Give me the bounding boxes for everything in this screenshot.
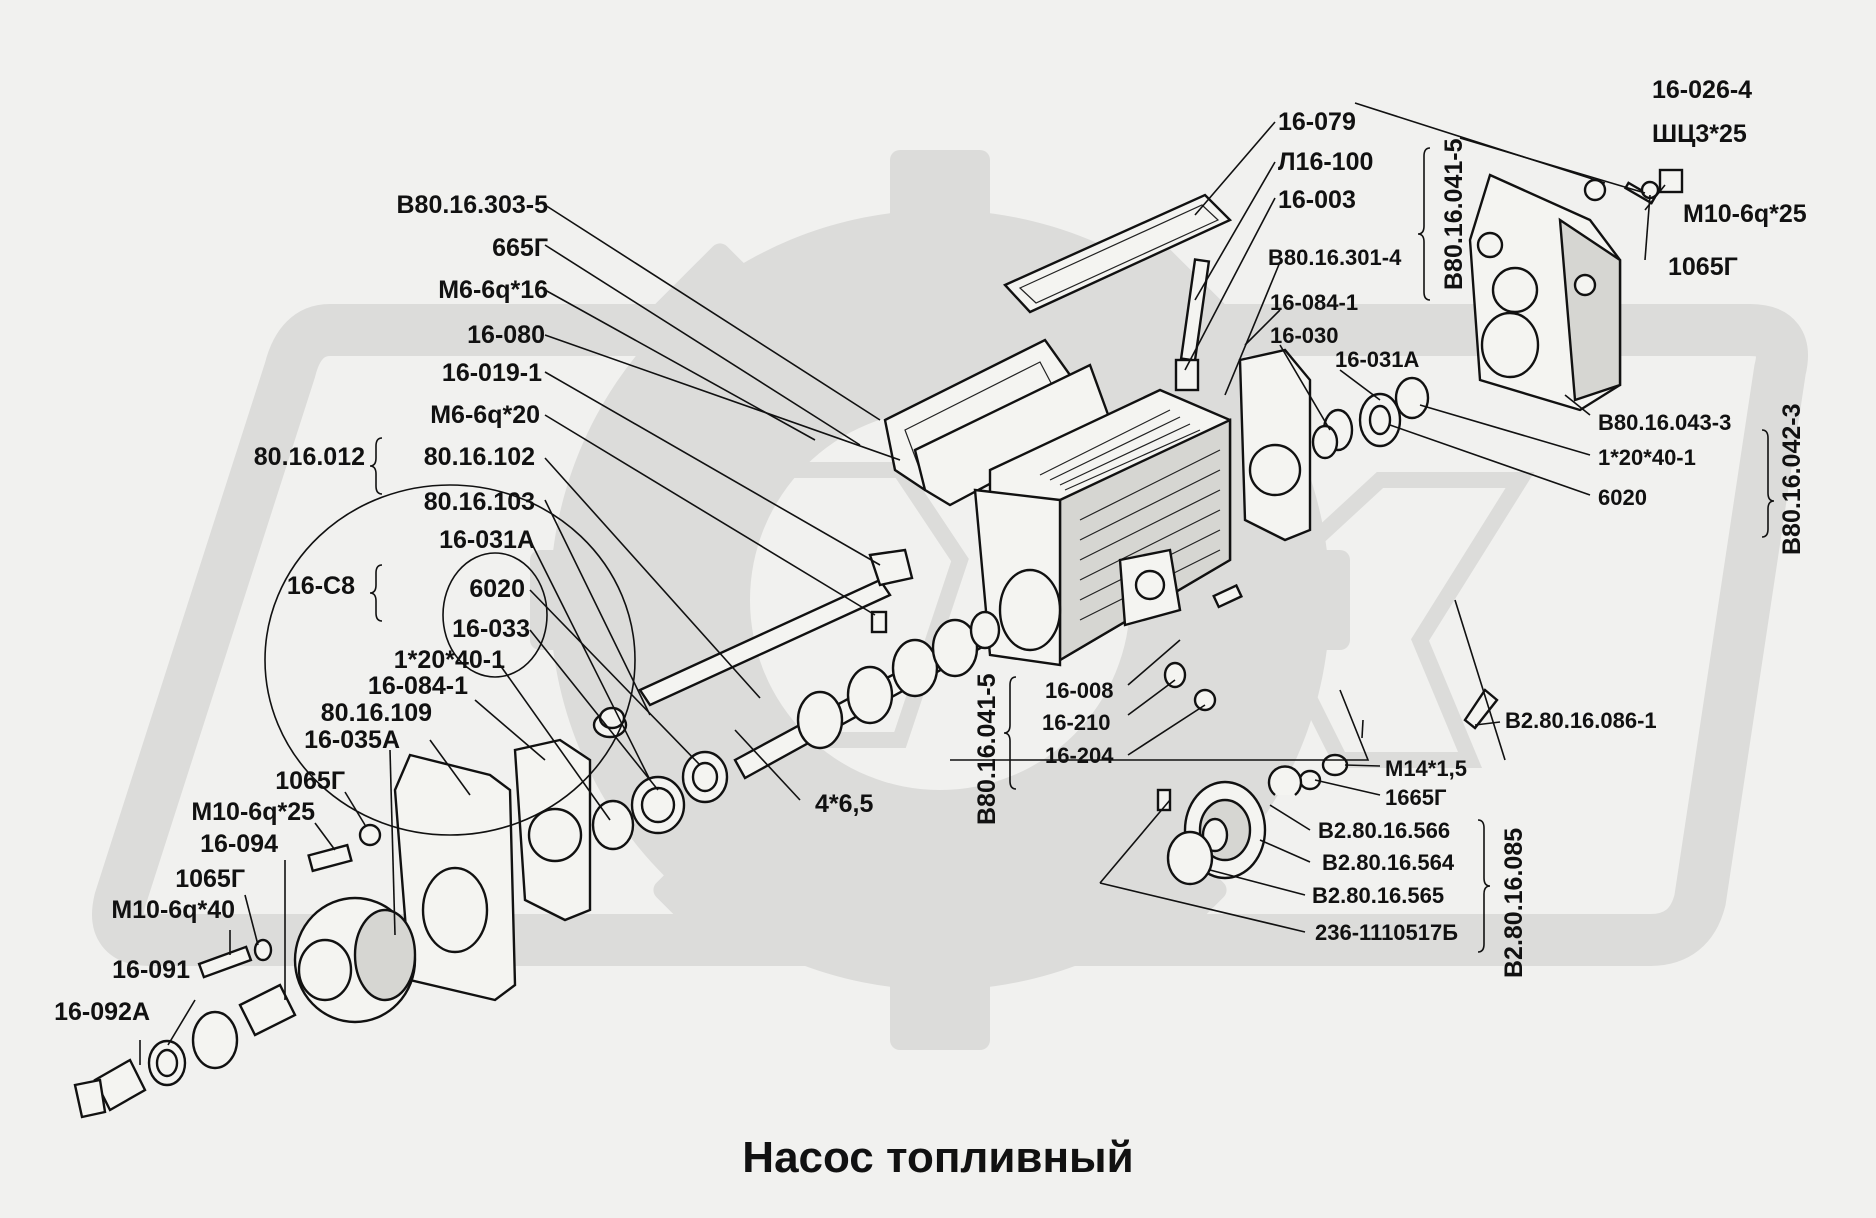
label-1065g-low: 1065Г bbox=[175, 865, 245, 893]
label-4x6-5: 4*6,5 bbox=[815, 790, 873, 818]
label-16-080: 16-080 bbox=[467, 321, 545, 349]
part-labels: 16-026-4 ШЦ3*25 М10-6q*25 1065Г 16-079 Л… bbox=[54, 76, 1807, 1026]
label-16-033: 16-033 bbox=[452, 615, 530, 643]
label-m10x40: М10-6q*40 bbox=[111, 896, 235, 924]
vlabel-v80-16-041-5-top: В80.16.041-5 bbox=[1440, 138, 1468, 290]
label-16-210: 16-210 bbox=[1042, 710, 1111, 735]
label-m14x1-5: М14*1,5 bbox=[1385, 756, 1467, 781]
splined-shaft-part bbox=[238, 983, 297, 1037]
label-80-16-109: 80.16.109 bbox=[321, 699, 432, 727]
coupling-hub-part bbox=[293, 896, 417, 1024]
label-80-16-102: 80.16.102 bbox=[424, 443, 535, 471]
label-16-092a: 16-092А bbox=[54, 998, 150, 1026]
braces bbox=[369, 147, 1775, 953]
parts-group bbox=[73, 168, 1684, 1119]
label-6020-left: 6020 bbox=[469, 575, 525, 603]
vlabel-v2-80-16-085: В2.80.16.085 bbox=[1500, 828, 1528, 978]
label-m6x16: М6-6q*16 bbox=[438, 276, 548, 304]
label-6020-right: 6020 bbox=[1598, 485, 1647, 510]
vertical-labels: В80.16.041-5 В80.16.042-3 В80.16.041-5 В… bbox=[973, 138, 1806, 978]
label-v80-16-303-5: В80.16.303-5 bbox=[396, 191, 548, 219]
group-ellipse-large bbox=[264, 484, 636, 836]
label-16-091: 16-091 bbox=[112, 956, 190, 984]
label-665g: 665Г bbox=[492, 234, 548, 262]
label-1065g-mid: 1065Г bbox=[275, 767, 345, 795]
label-1x20x40-1-right: 1*20*40-1 bbox=[1598, 445, 1696, 470]
label-16-026-4: 16-026-4 bbox=[1652, 76, 1752, 104]
label-16-204: 16-204 bbox=[1045, 743, 1114, 768]
label-16-035a: 16-035А bbox=[304, 726, 400, 754]
label-16-031a-right: 16-031А bbox=[1335, 347, 1420, 372]
label-236-1110517b: 236-1110517Б bbox=[1315, 920, 1458, 945]
label-16-031a-left: 16-031А bbox=[439, 526, 535, 554]
rack-part bbox=[638, 578, 892, 707]
leader-lines bbox=[139, 102, 1666, 1065]
label-16-030: 16-030 bbox=[1270, 323, 1339, 348]
label-l16-100: Л16-100 bbox=[1278, 148, 1373, 176]
label-v2-80-16-566: В2.80.16.566 bbox=[1318, 818, 1450, 843]
label-m10x25-top: М10-6q*25 bbox=[1683, 200, 1807, 228]
vlabel-v80-16-041-5-mid: В80.16.041-5 bbox=[973, 673, 1001, 825]
label-v80-16-043-3: В80.16.043-3 bbox=[1598, 410, 1731, 435]
label-1065g-top: 1065Г bbox=[1668, 253, 1738, 281]
label-16-094: 16-094 bbox=[200, 830, 278, 858]
label-16-079: 16-079 bbox=[1278, 108, 1356, 136]
label-v80-16-301-4: В80.16.301-4 bbox=[1268, 245, 1402, 270]
gasket-top-part bbox=[1002, 193, 1233, 314]
label-v2-80-16-086-1: В2.80.16.086-1 bbox=[1505, 708, 1657, 733]
label-16-084-1-right: 16-084-1 bbox=[1270, 290, 1358, 315]
label-v2-80-16-565: В2.80.16.565 bbox=[1312, 883, 1444, 908]
label-16-003: 16-003 bbox=[1278, 186, 1356, 214]
label-16-c8: 16-С8 bbox=[287, 572, 355, 600]
label-16-084-1-left: 16-084-1 bbox=[368, 672, 468, 700]
group-ellipse-small bbox=[442, 552, 548, 678]
label-80-16-012: 80.16.012 bbox=[254, 443, 365, 471]
label-16-008: 16-008 bbox=[1045, 678, 1114, 703]
label-16-019-1: 16-019-1 bbox=[442, 359, 542, 387]
pump-housing-part bbox=[973, 388, 1232, 667]
end-cover-part bbox=[1468, 173, 1622, 412]
label-v2-80-16-564: В2.80.16.564 bbox=[1322, 850, 1455, 875]
page-title: Насос топливный bbox=[742, 1133, 1133, 1182]
label-1665g: 1665Г bbox=[1385, 785, 1447, 810]
label-shc3x25: ШЦ3*25 bbox=[1652, 120, 1747, 148]
label-80-16-103: 80.16.103 bbox=[424, 488, 535, 516]
label-1x20x40-1-left: 1*20*40-1 bbox=[394, 646, 505, 674]
watermark-frame bbox=[92, 304, 1808, 966]
label-m10x25-left: М10-6q*25 bbox=[191, 798, 315, 826]
vlabel-v80-16-042-3: В80.16.042-3 bbox=[1778, 403, 1806, 555]
label-m6x20: М6-6q*20 bbox=[430, 401, 540, 429]
camshaft-part bbox=[733, 610, 1001, 780]
